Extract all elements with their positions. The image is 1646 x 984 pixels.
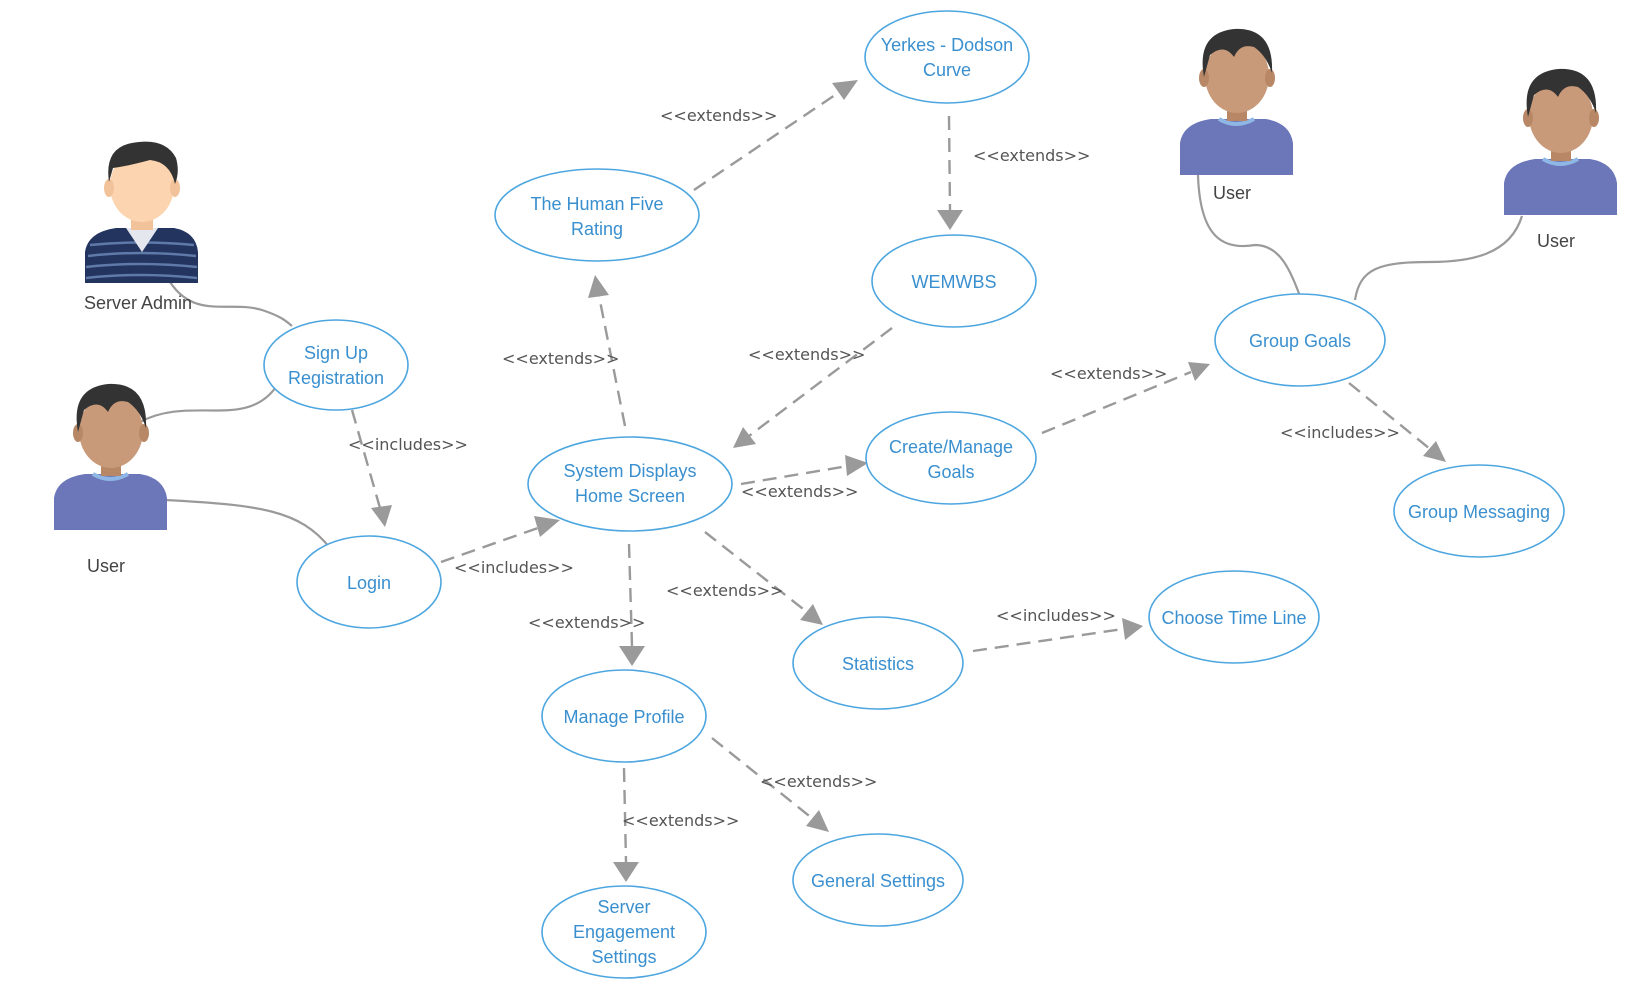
use-case-label: Yerkes - Dodson	[881, 35, 1013, 55]
relations: <<includes>> <<includes>> <<extends>> <<…	[348, 80, 1446, 882]
associations	[139, 174, 1524, 549]
actor-label: User	[1537, 231, 1575, 251]
relation-label: <<extends>>	[748, 345, 865, 364]
relation-label: <<includes>>	[1280, 423, 1400, 442]
use-case-label: Settings	[591, 947, 656, 967]
use-case-system-displays-home-screen[interactable]: System Displays Home Screen	[527, 436, 733, 532]
relation-label: <<extends>>	[502, 349, 619, 368]
use-case-label: General Settings	[811, 871, 945, 891]
use-case-label: Statistics	[842, 654, 914, 674]
relation-signup-login: <<includes>>	[348, 409, 468, 527]
actor-label: User	[1213, 183, 1251, 203]
use-case-label: Login	[347, 573, 391, 593]
relation-label: <<includes>>	[348, 435, 468, 454]
use-case-create-manage-goals[interactable]: Create/Manage Goals	[865, 411, 1037, 505]
relation-profile-server: <<extends>>	[613, 767, 739, 882]
use-case-login[interactable]: Login	[296, 535, 442, 629]
use-case-manage-profile[interactable]: Manage Profile	[541, 669, 707, 763]
relation-label: <<extends>>	[622, 811, 739, 830]
use-case-wemwbs[interactable]: WEMWBS	[871, 234, 1037, 328]
assoc-user-top-group	[1196, 174, 1302, 297]
use-case-label: Registration	[288, 368, 384, 388]
relation-human5-yerkes: <<extends>>	[660, 80, 858, 191]
relation-label: <<extends>>	[760, 772, 877, 791]
relation-label: <<extends>>	[741, 482, 858, 501]
relation-label: <<includes>>	[454, 558, 574, 577]
assoc-user-right-group	[1353, 215, 1524, 301]
relation-wemwbs-home: <<extends>>	[733, 327, 893, 448]
use-case-human-five-rating[interactable]: The Human Five Rating	[494, 168, 700, 262]
use-case-label: Group Goals	[1249, 331, 1351, 351]
assoc-user-signup	[139, 386, 277, 423]
use-case-group-goals[interactable]: Group Goals	[1214, 293, 1386, 387]
use-case-label: Goals	[927, 462, 974, 482]
relation-yerkes-wemwbs: <<extends>>	[937, 115, 1090, 230]
actor-server-admin[interactable]: Server Admin	[84, 141, 198, 313]
use-case-label: The Human Five	[530, 194, 663, 214]
actor-user-right[interactable]: User	[1504, 68, 1617, 251]
relation-group-msg: <<includes>>	[1280, 382, 1446, 462]
assoc-user-login	[164, 498, 331, 549]
relation-goals-group: <<extends>>	[1041, 362, 1210, 435]
relation-label: <<extends>>	[660, 106, 777, 125]
use-case-label: Group Messaging	[1408, 502, 1550, 522]
use-cases: Sign Up Registration Login System Displa…	[263, 10, 1565, 979]
user-figure-icon	[54, 383, 167, 530]
actor-label: User	[87, 556, 125, 576]
actor-user-top[interactable]: User	[1180, 28, 1293, 203]
relation-label: <<includes>>	[996, 606, 1116, 625]
relation-home-profile: <<extends>>	[528, 543, 645, 666]
use-case-label: Choose Time Line	[1161, 608, 1306, 628]
use-case-label: System Displays	[563, 461, 696, 481]
relation-label: <<extends>>	[528, 613, 645, 632]
use-case-group-messaging[interactable]: Group Messaging	[1393, 464, 1565, 558]
relation-home-goals: <<extends>>	[740, 455, 868, 501]
use-case-sign-up-registration[interactable]: Sign Up Registration	[263, 319, 409, 411]
relation-label: <<extends>>	[666, 581, 783, 600]
user-figure-icon	[1504, 68, 1617, 215]
assoc-admin-signup	[169, 281, 293, 327]
use-case-statistics[interactable]: Statistics	[792, 616, 964, 710]
use-case-server-engagement-settings[interactable]: Server Engagement Settings	[541, 885, 707, 979]
use-case-label: Server	[597, 897, 650, 917]
actors: Server Admin User	[54, 28, 1617, 576]
relation-login-home: <<includes>>	[440, 516, 574, 577]
use-case-general-settings[interactable]: General Settings	[792, 833, 964, 927]
relation-stats-timeline: <<includes>>	[972, 606, 1143, 653]
actor-label: Server Admin	[84, 293, 192, 313]
use-case-label: Manage Profile	[563, 707, 684, 727]
relation-home-human5: <<extends>>	[502, 275, 627, 427]
relation-label: <<extends>>	[1050, 364, 1167, 383]
use-case-label: Curve	[923, 60, 971, 80]
use-case-label: Rating	[571, 219, 623, 239]
use-case-label: WEMWBS	[912, 272, 997, 292]
use-case-choose-time-line[interactable]: Choose Time Line	[1148, 570, 1320, 664]
admin-figure-icon	[85, 141, 198, 283]
use-case-label: Sign Up	[304, 343, 368, 363]
relation-home-stats: <<extends>>	[666, 531, 823, 625]
use-case-label: Home Screen	[575, 486, 685, 506]
use-case-label: Create/Manage	[889, 437, 1013, 457]
relation-profile-general: <<extends>>	[711, 737, 877, 832]
actor-user-left[interactable]: User	[54, 383, 167, 576]
use-case-yerkes-dodson-curve[interactable]: Yerkes - Dodson Curve	[864, 10, 1030, 104]
user-figure-icon	[1180, 28, 1293, 175]
relation-label: <<extends>>	[973, 146, 1090, 165]
use-case-label: Engagement	[573, 922, 675, 942]
